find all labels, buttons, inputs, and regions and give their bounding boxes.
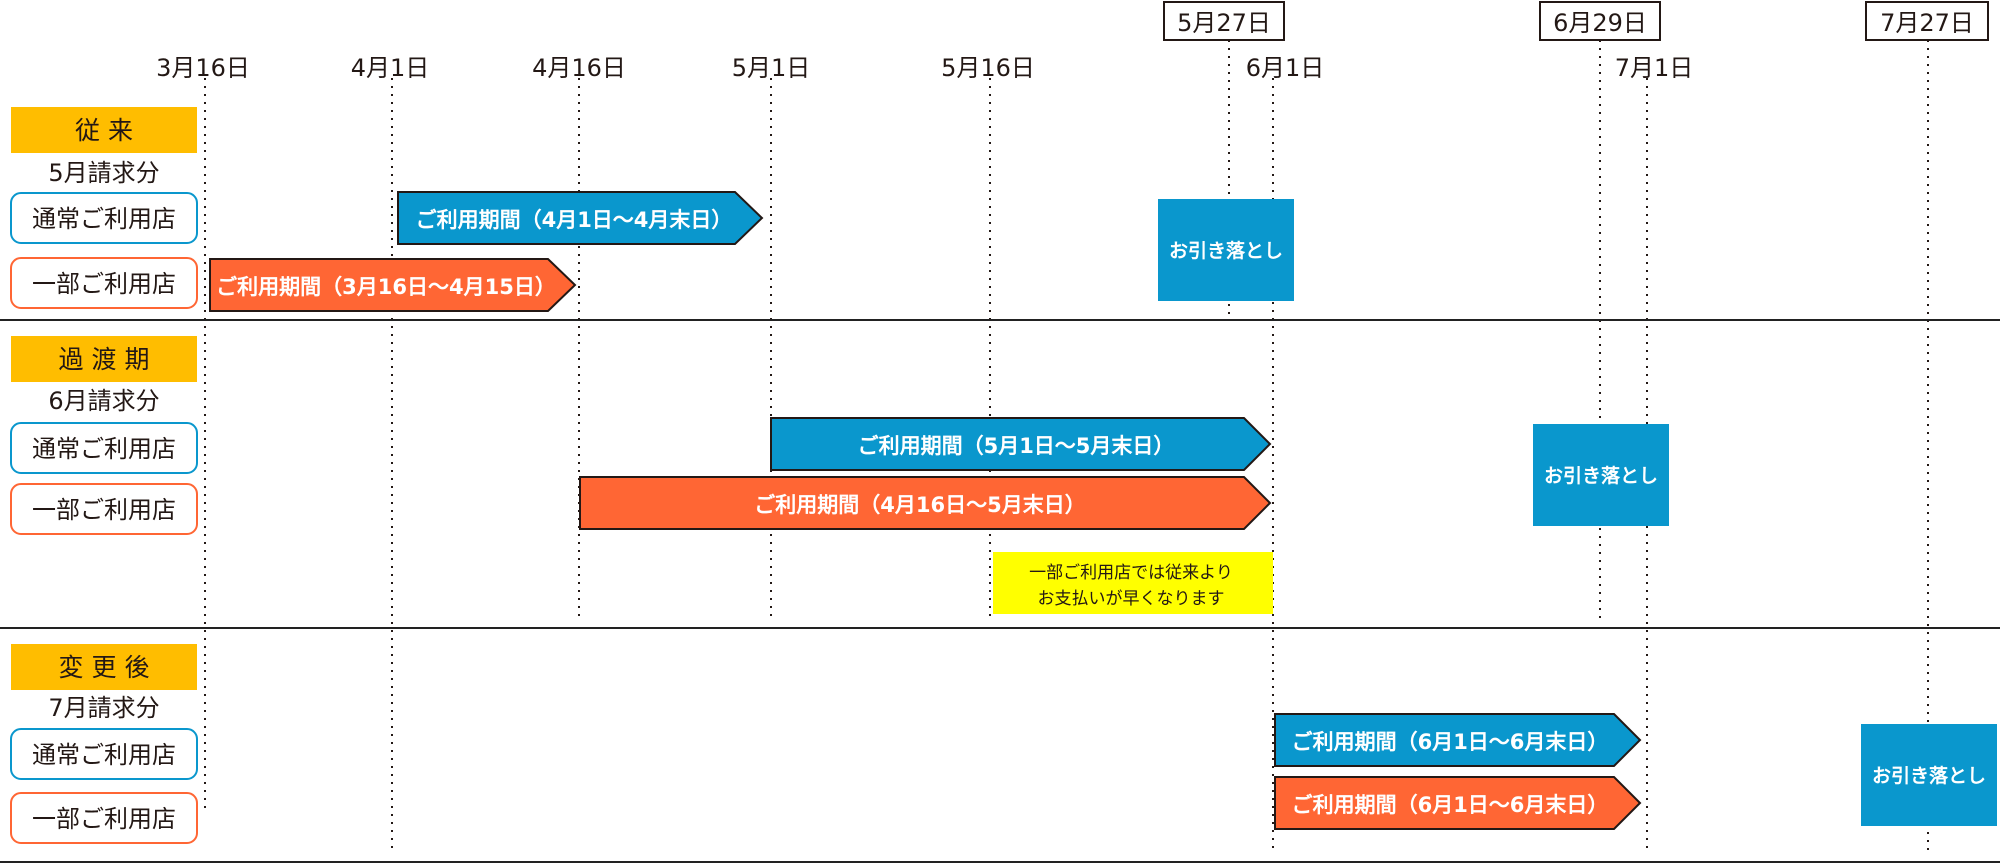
section-tag: 従 来: [75, 116, 133, 145]
section-tag-bg: [11, 107, 197, 153]
section-tag-bg: [11, 644, 197, 690]
partial-period-label: ご利用期間（3月16日～4月15日）: [216, 275, 556, 299]
normal-store-box: [10, 422, 198, 474]
partial-period-arrow: [1274, 776, 1642, 830]
normal-period-arrow: [397, 191, 764, 245]
tick-label: 5月16日: [941, 54, 1035, 82]
billing-label: 6月請求分: [48, 387, 159, 415]
debit-label: お引き落とし: [1544, 464, 1658, 487]
section-tag: 変 更 後: [59, 653, 150, 682]
tick-label: 7月1日: [1615, 54, 1694, 82]
partial-period-label: ご利用期間（4月16日～5月末日）: [754, 493, 1085, 517]
note-highlight: [993, 552, 1273, 614]
normal-period-label: ご利用期間（6月1日～6月末日）: [1292, 730, 1609, 754]
normal-store-label: 通常ご利用店: [32, 435, 176, 463]
normal-period-label: ご利用期間（5月1日～5月末日）: [858, 434, 1175, 458]
debit-label: お引き落とし: [1872, 764, 1986, 787]
tick-label: 5月1日: [732, 54, 811, 82]
partial-store-box: [10, 483, 198, 535]
partial-store-label: 一部ご利用店: [32, 496, 176, 524]
tick-label: 4月1日: [351, 54, 430, 82]
section-transition: 過 渡 期 6月請求分 通常ご利用店 一部ご利用店 ご利用期間（5月1日～5月末…: [10, 336, 1669, 614]
tick-label: 4月16日: [532, 54, 626, 82]
partial-period-arrow: [209, 258, 577, 312]
boxed-date-jun29: 6月29日: [1539, 1, 1661, 41]
debit-box: [1533, 424, 1669, 526]
section-dividers: [0, 319, 2000, 863]
boxed-date-may27: 5月27日: [1163, 1, 1285, 41]
boxed-dates: 5月27日 6月29日 7月27日: [1163, 1, 1989, 41]
svg-text:5月27日: 5月27日: [1177, 9, 1271, 37]
debit-box: [1861, 724, 1997, 826]
billing-label: 7月請求分: [48, 694, 159, 722]
normal-store-label: 通常ご利用店: [32, 205, 176, 233]
partial-store-label: 一部ご利用店: [32, 270, 176, 298]
section-after-change: 変 更 後 7月請求分 通常ご利用店 一部ご利用店 ご利用期間（6月1日～6月末…: [10, 644, 1997, 844]
section-tag-bg: [11, 336, 197, 382]
normal-store-box: [10, 728, 198, 780]
partial-period-arrow: [579, 476, 1272, 530]
normal-store-box: [10, 192, 198, 244]
normal-period-arrow: [770, 417, 1272, 471]
debit-label: お引き落とし: [1169, 239, 1283, 262]
section-tag: 過 渡 期: [59, 345, 150, 374]
partial-store-label: 一部ご利用店: [32, 805, 176, 833]
boxed-date-jul27: 7月27日: [1865, 1, 1989, 41]
section-conventional: 従 来 5月請求分 通常ご利用店 一部ご利用店 ご利用期間（4月1日～4月末日）…: [10, 107, 1294, 312]
billing-label: 5月請求分: [48, 159, 159, 187]
normal-store-label: 通常ご利用店: [32, 741, 176, 769]
timeline-ticks: 3月16日 4月1日 4月16日 5月1日 5月16日 6月1日 7月1日: [156, 54, 1693, 82]
partial-store-box: [10, 257, 198, 309]
tick-label: 6月1日: [1246, 54, 1325, 82]
note-line-1: 一部ご利用店では従来より: [1029, 563, 1233, 583]
note-line-2: お支払いが早くなります: [1038, 589, 1225, 609]
debit-box: [1158, 199, 1294, 301]
normal-period-label: ご利用期間（4月1日～4月末日）: [416, 208, 733, 232]
svg-text:7月27日: 7月27日: [1880, 9, 1974, 37]
normal-period-arrow: [1274, 713, 1642, 767]
partial-store-box: [10, 792, 198, 844]
partial-period-label: ご利用期間（6月1日～6月末日）: [1292, 793, 1609, 817]
svg-text:6月29日: 6月29日: [1553, 9, 1647, 37]
tick-label: 3月16日: [156, 54, 250, 82]
